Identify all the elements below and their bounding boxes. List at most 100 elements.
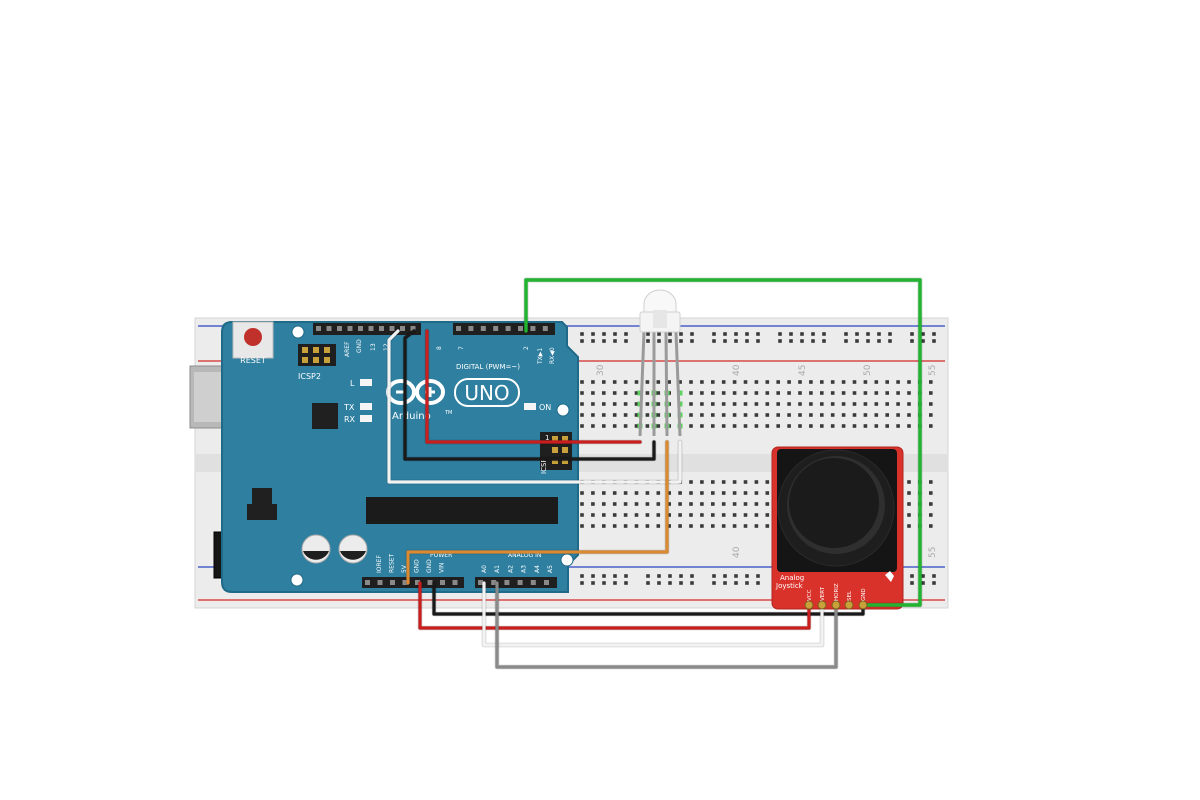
- power-pin-label: IOREF: [376, 555, 383, 573]
- header-pin[interactable]: [478, 580, 483, 585]
- breadboard-hole: [852, 413, 857, 417]
- header-pin[interactable]: [377, 580, 383, 585]
- analog-header-label: ANALOG IN: [508, 552, 541, 559]
- header-pin[interactable]: [410, 326, 416, 331]
- header-pin[interactable]: [480, 326, 486, 331]
- breadboard-hole: [700, 524, 704, 528]
- header-pin[interactable]: [326, 326, 332, 331]
- breadboard-hole: [754, 380, 759, 384]
- wire-black-led-gnd[interactable]: [403, 329, 656, 461]
- icsp2-pin[interactable]: [324, 357, 330, 363]
- breadboard-hole: [678, 380, 682, 384]
- breadboard-hole: [645, 380, 650, 384]
- arduino-logo: UNO Arduino TM: [386, 378, 520, 422]
- breadboard-hole: [612, 380, 617, 384]
- header-pin[interactable]: [468, 326, 474, 331]
- breadboard-hole: [852, 391, 857, 395]
- header-pin[interactable]: [530, 326, 536, 331]
- header-pin[interactable]: [517, 580, 523, 585]
- header-pin[interactable]: [316, 326, 321, 331]
- header-pin[interactable]: [440, 580, 445, 585]
- breadboard-hole: [754, 424, 759, 428]
- joystick-cap[interactable]: [789, 458, 879, 548]
- header-pin[interactable]: [530, 580, 536, 585]
- breadboard-hole: [612, 491, 617, 495]
- icsp2-pin[interactable]: [302, 357, 308, 363]
- icsp-pin[interactable]: [552, 458, 558, 464]
- breadboard-hole: [623, 380, 628, 384]
- breadboard-hole: [679, 581, 683, 585]
- breadboard-hole: [623, 391, 628, 395]
- joystick-pin[interactable]: [844, 600, 854, 610]
- joystick-pin-label: GND: [861, 588, 867, 601]
- breadboard-hole: [634, 380, 639, 384]
- breadboard-hole: [700, 391, 704, 395]
- header-pin[interactable]: [358, 326, 363, 331]
- joystick-pin[interactable]: [804, 600, 814, 610]
- header-pin[interactable]: [491, 580, 497, 585]
- wire-white-joy-vert[interactable]: [482, 581, 824, 647]
- icsp2-pin[interactable]: [324, 347, 330, 353]
- header-pin[interactable]: [379, 326, 384, 331]
- wire-orange-led-g[interactable]: [406, 440, 669, 585]
- header-pin[interactable]: [400, 326, 405, 331]
- breadboard-hole: [580, 513, 584, 517]
- breadboard-hole: [602, 491, 606, 495]
- breadboard-hole: [885, 380, 889, 384]
- header-pin[interactable]: [337, 326, 342, 331]
- arduino-uno-board: RESET ICSP2 L TX RX UNO Arduino TM ON 1 …: [221, 321, 579, 593]
- joystick-pin[interactable]: [831, 600, 841, 610]
- header-pin[interactable]: [456, 326, 461, 331]
- header-pin[interactable]: [544, 580, 549, 585]
- joystick-pin[interactable]: [817, 600, 827, 610]
- rgb-led: [638, 289, 682, 437]
- atmega-chip: [366, 497, 558, 524]
- icsp2-pin[interactable]: [313, 357, 319, 363]
- reset-button[interactable]: [244, 328, 262, 346]
- header-pin[interactable]: [347, 326, 353, 331]
- icsp-pin[interactable]: [562, 458, 568, 464]
- wire-red-joy-vcc[interactable]: [418, 581, 811, 630]
- icsp2-pin[interactable]: [302, 347, 308, 353]
- breadboard-hole: [907, 424, 911, 428]
- header-pin[interactable]: [518, 326, 523, 331]
- breadboard-hole: [921, 339, 925, 343]
- breadboard-hole: [896, 391, 900, 395]
- breadboard-hole: [602, 581, 606, 585]
- breadboard-hole: [765, 491, 770, 495]
- breadboard-hole: [852, 380, 857, 384]
- icsp2-pin[interactable]: [313, 347, 319, 353]
- icsp-pin[interactable]: [552, 436, 558, 442]
- wire-red-led-r[interactable]: [425, 329, 642, 444]
- header-pin[interactable]: [504, 580, 510, 585]
- header-pin[interactable]: [368, 326, 374, 331]
- header-pin[interactable]: [415, 580, 420, 585]
- header-pin[interactable]: [493, 326, 499, 331]
- icsp-pin[interactable]: [562, 436, 568, 442]
- analog-pin-label: A4: [534, 565, 541, 573]
- wire-green-pin2-sel[interactable]: [524, 278, 922, 607]
- breadboard-hole: [721, 380, 726, 384]
- icsp-pin[interactable]: [562, 447, 568, 453]
- breadboard-hole: [623, 491, 628, 495]
- pin-label-tx: TX▶1: [537, 348, 544, 365]
- icsp-pin[interactable]: [552, 447, 558, 453]
- breadboard-hole: [580, 524, 584, 528]
- header-pin[interactable]: [365, 580, 370, 585]
- header-pin[interactable]: [427, 580, 433, 585]
- header-pin[interactable]: [542, 326, 548, 331]
- breadboard-hole: [789, 339, 793, 343]
- header-pin[interactable]: [390, 580, 395, 585]
- header-pin[interactable]: [452, 580, 458, 585]
- mount-hole: [290, 573, 304, 587]
- wire-white-led-b[interactable]: [387, 329, 682, 484]
- breadboard-hole: [723, 339, 727, 343]
- led-leg-blue: [674, 331, 682, 437]
- breadboard-hole: [700, 513, 704, 517]
- joystick-pin[interactable]: [858, 600, 868, 610]
- breadboard-hole: [863, 402, 868, 406]
- header-pin[interactable]: [505, 326, 511, 331]
- header-pin[interactable]: [389, 326, 395, 331]
- wire-gray-joy-horiz[interactable]: [495, 581, 838, 669]
- header-pin[interactable]: [402, 580, 408, 585]
